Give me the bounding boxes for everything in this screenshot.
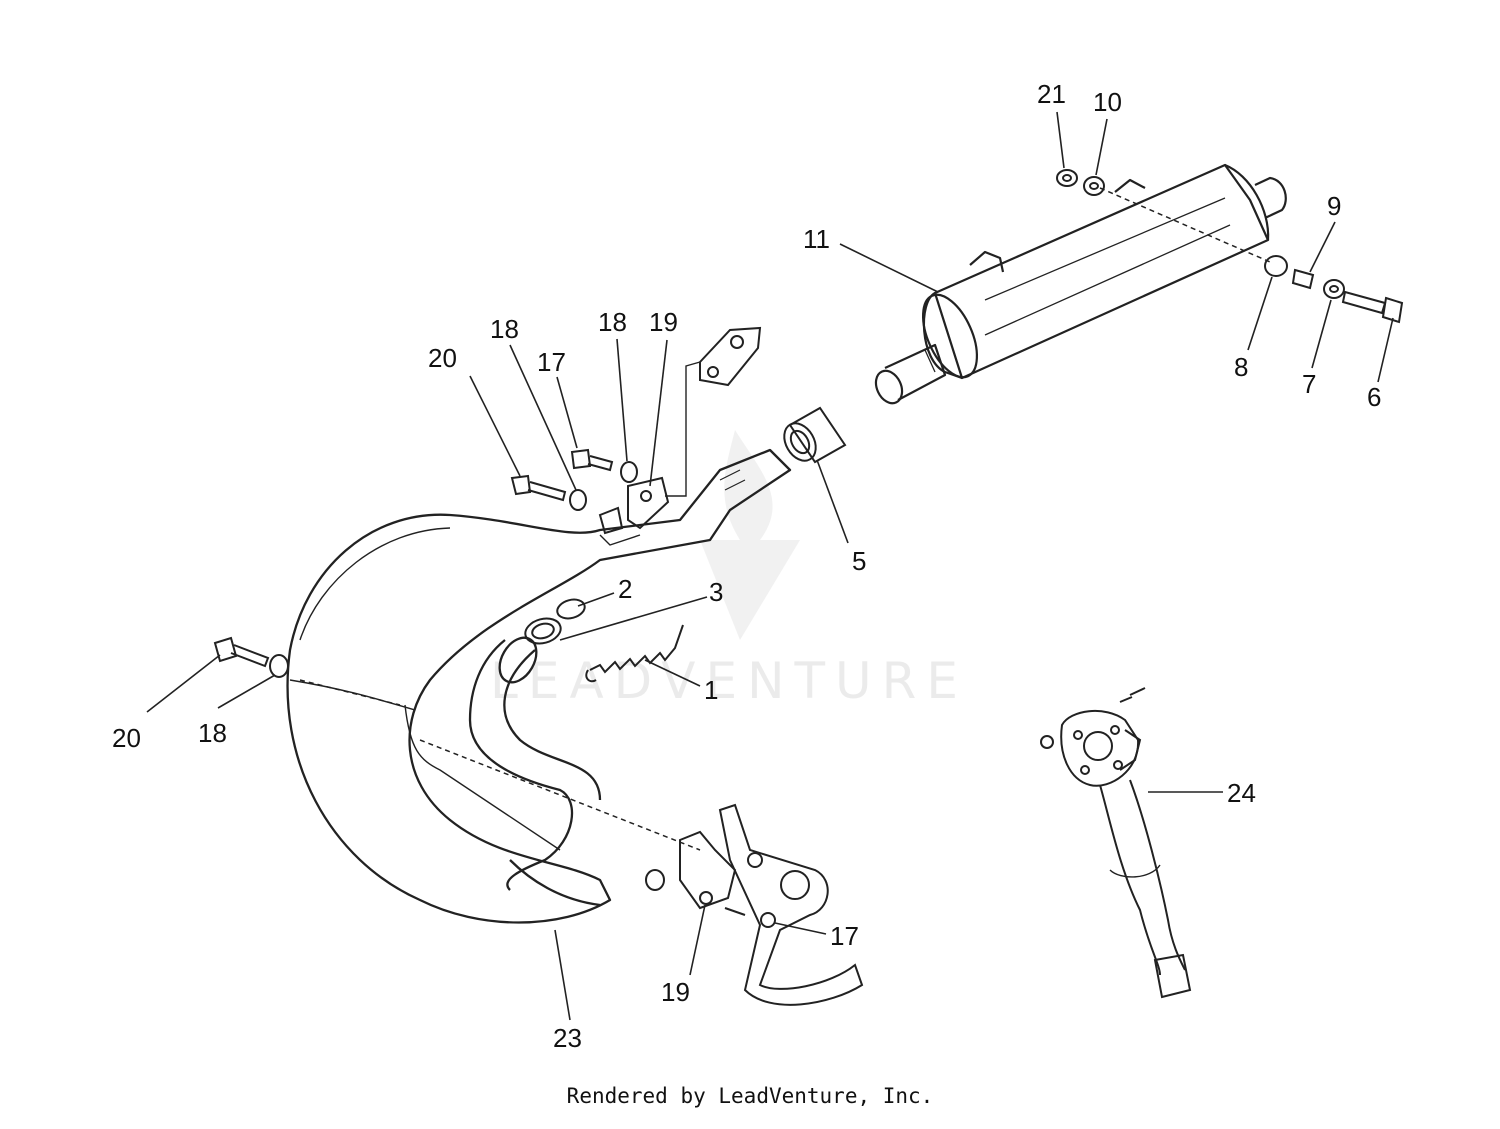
callout-11: 11 [803,224,830,254]
callout-7: 7 [1302,369,1316,399]
callout-9: 9 [1327,191,1341,221]
leader-lines [146,111,1394,1021]
callout-17-top: 17 [537,347,566,377]
upper-fasteners [510,361,701,535]
callout-18-top-left: 18 [490,314,519,344]
exhaust-flange-part [1040,687,1192,999]
callout-19-top: 19 [649,307,678,337]
clamp-sleeve-part [783,406,847,464]
silencer-hardware [1056,169,1404,324]
callout-5: 5 [852,546,866,576]
upper-bracket-part [699,326,762,387]
callout-17-bottom: 17 [830,921,859,951]
callout-2: 2 [618,574,632,604]
callout-24: 24 [1227,778,1256,808]
callout-10: 10 [1093,87,1122,117]
silencer-part [874,163,1287,405]
callout-21: 21 [1037,79,1066,109]
callout-3: 3 [709,577,723,607]
expansion-chamber-part [286,448,792,924]
callout-18-top-right: 18 [598,307,627,337]
lower-mount-part [645,803,864,1006]
callout-20-left: 20 [112,723,141,753]
callout-18-left: 18 [198,718,227,748]
watermark-logo: LEADVENTURE [490,430,968,710]
callout-19-bottom: 19 [661,977,690,1007]
callout-6: 6 [1367,382,1381,412]
callout-1: 1 [704,675,718,705]
callout-23: 23 [553,1023,582,1053]
watermark-text: LEADVENTURE [490,652,968,710]
callout-8: 8 [1234,352,1248,382]
springs-and-seals [524,598,684,683]
footer-credit: Rendered by LeadVenture, Inc. [566,1084,934,1108]
callout-20-top: 20 [428,343,457,373]
callout-labels: 21 10 11 9 8 7 6 5 20 18 17 18 19 2 3 1 … [112,79,1381,1053]
side-bolt [213,636,289,678]
